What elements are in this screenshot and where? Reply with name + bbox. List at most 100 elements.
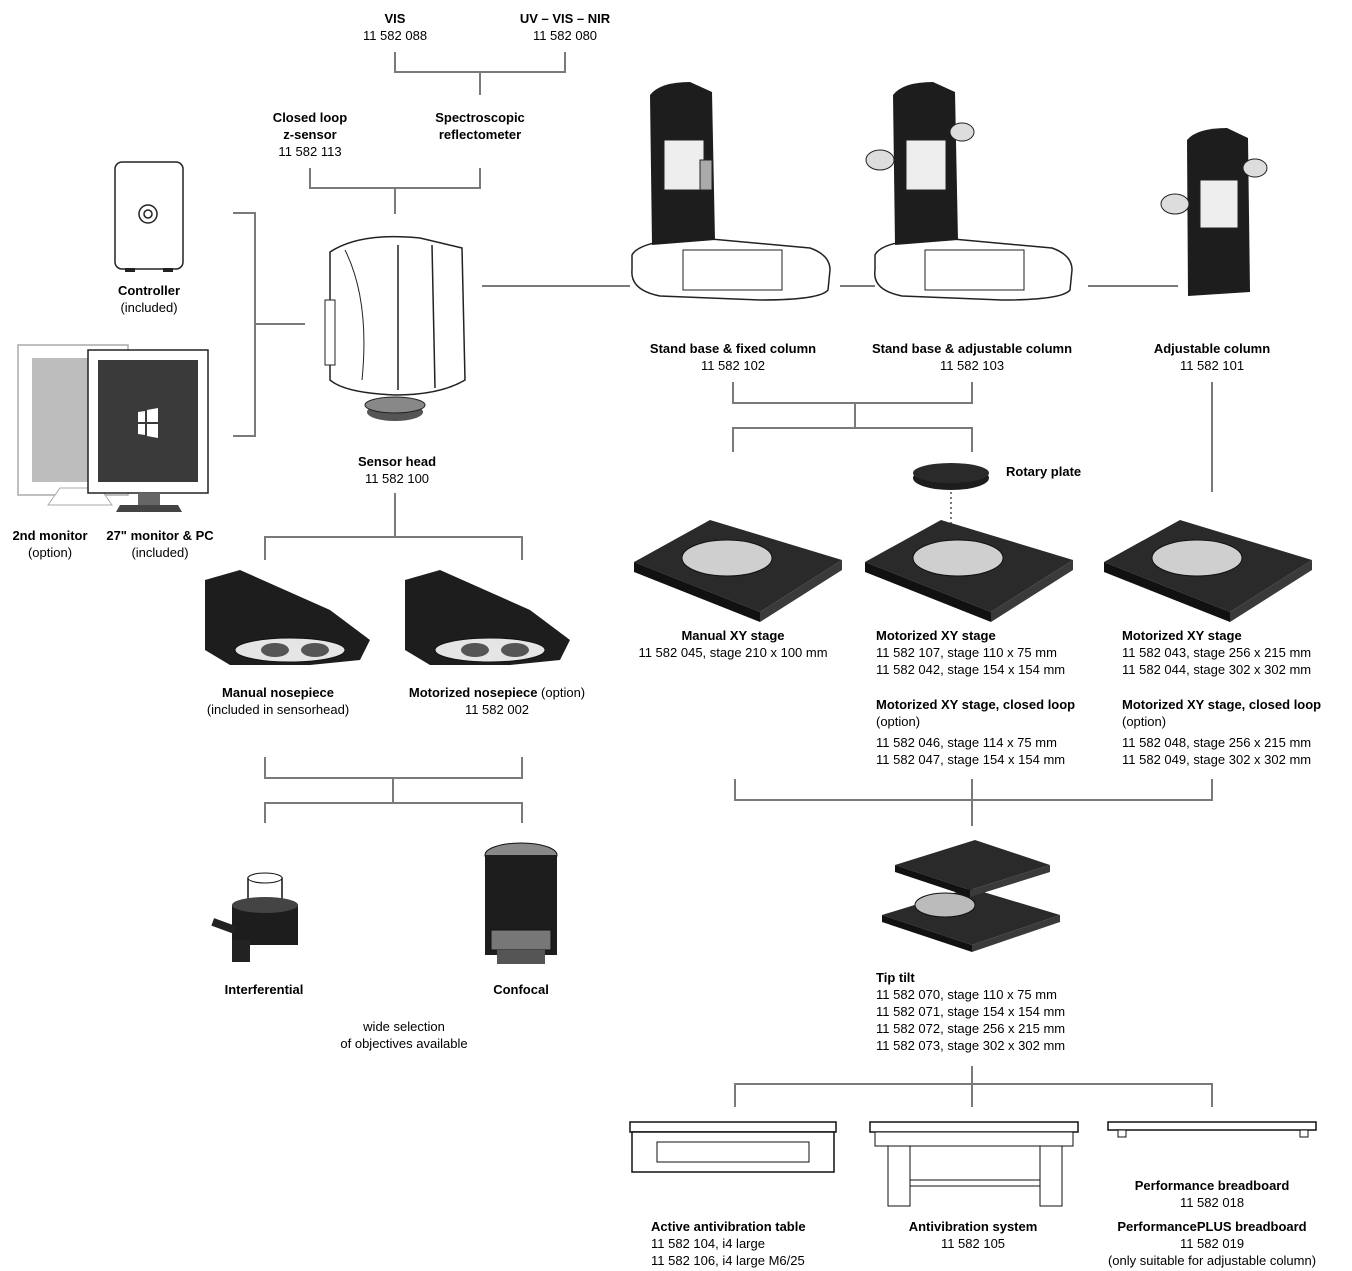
- interferential-label: Interferential: [225, 981, 304, 998]
- motor-nose-option: (option): [537, 685, 586, 700]
- tip-tilt-line3: 11 582 072, stage 256 x 215 mm: [876, 1021, 1066, 1036]
- controller-note: (included): [120, 300, 178, 315]
- tip-tilt-name: Tip tilt: [876, 970, 915, 985]
- breadboard-image: [1107, 1121, 1317, 1138]
- monitor27-label: 27" monitor & PC (included): [106, 527, 213, 561]
- manual-nosepiece-image: [205, 570, 370, 665]
- closed-loop-label: Closed loop z-sensor 11 582 113: [273, 109, 347, 160]
- tip-tilt-line4: 11 582 073, stage 302 x 302 mm: [876, 1038, 1066, 1053]
- perf-bb-code: 11 582 018: [1179, 1195, 1245, 1210]
- antivibration-system-image: [869, 1121, 1079, 1207]
- active-table-line2: 11 582 106, i4 large M6/25: [651, 1253, 805, 1268]
- monitor2-name: 2nd monitor: [12, 528, 88, 543]
- stand-fixed-label: Stand base & fixed column 11 582 102: [650, 340, 816, 374]
- motor-nose-name: Motorized nosepiece: [408, 685, 538, 700]
- controller-name: Controller: [117, 283, 181, 298]
- motor-xy-a-line1: 11 582 107, stage 110 x 75 mm: [876, 645, 1057, 660]
- motor-xy-b-cl-label: Motorized XY stage, closed loop (option)…: [1122, 696, 1321, 768]
- manual-xy-stage-image: [634, 520, 842, 622]
- confocal-name: Confocal: [493, 982, 549, 997]
- motor-xy-a-line2: 11 582 042, stage 154 x 154 mm: [876, 662, 1066, 677]
- sensor-head-name: Sensor head: [357, 454, 437, 469]
- closed-loop-name2: z-sensor: [283, 127, 337, 142]
- motor-xy-b-cl-name: Motorized XY stage, closed loop: [1122, 697, 1322, 712]
- perf-bb-name: Performance breadboard: [1134, 1178, 1290, 1193]
- rotary-plate-label: Rotary plate: [1006, 463, 1081, 480]
- adj-column-name: Adjustable column: [1153, 341, 1271, 356]
- perfplus-bb-name: PerformancePLUS breadboard: [1117, 1219, 1307, 1234]
- sensor-head-label: Sensor head 11 582 100: [358, 453, 436, 487]
- spectro-label: Spectroscopic reflectometer: [435, 109, 525, 143]
- spectro-name1: Spectroscopic: [435, 110, 525, 125]
- motor-xy-b-cl-note: (option): [1122, 714, 1167, 729]
- tip-tilt-label: Tip tilt 11 582 070, stage 110 x 75 mm 1…: [876, 969, 1065, 1054]
- motor-xy-a-cl-label: Motorized XY stage, closed loop (option)…: [876, 696, 1075, 768]
- motor-xy-a-name: Motorized XY stage: [876, 628, 996, 643]
- confocal-objective-image: [484, 842, 558, 964]
- vis-label: VIS 11 582 088: [363, 10, 427, 44]
- monitor2-label: 2nd monitor (option): [12, 527, 87, 561]
- stand-adj-name: Stand base & adjustable column: [871, 341, 1073, 356]
- motor-xy-b-line1: 11 582 043, stage 256 x 215 mm: [1122, 645, 1312, 660]
- vis-name: VIS: [384, 11, 406, 26]
- stand-fixed-image: [631, 82, 831, 301]
- monitors-image: [17, 344, 209, 512]
- controller-image: [114, 161, 184, 272]
- manual-nose-name: Manual nosepiece: [222, 685, 334, 700]
- tip-tilt-line2: 11 582 071, stage 154 x 154 mm: [876, 1004, 1066, 1019]
- manual-xy-line1: 11 582 045, stage 210 x 100 mm: [638, 645, 828, 660]
- motorized-xy-stage-b-image: [1104, 520, 1312, 622]
- connector-lines: [233, 52, 1213, 1107]
- antivib-code: 11 582 105: [940, 1236, 1006, 1251]
- motor-nose-code: 11 582 002: [464, 702, 530, 717]
- motor-xy-a-cl-line2: 11 582 047, stage 154 x 154 mm: [876, 752, 1066, 767]
- stand-adj-code: 11 582 103: [939, 358, 1005, 373]
- uvvisnir-name: UV – VIS – NIR: [519, 11, 611, 26]
- motor-xy-b-label: Motorized XY stage 11 582 043, stage 256…: [1122, 627, 1311, 678]
- monitor27-name: 27" monitor & PC: [106, 528, 214, 543]
- motor-xy-b-name: Motorized XY stage: [1122, 628, 1242, 643]
- perfplus-bb-code: 11 582 019: [1179, 1236, 1245, 1251]
- motorized-xy-stage-a-image: [865, 520, 1073, 622]
- uvvisnir-code: 11 582 080: [532, 28, 598, 43]
- manual-xy-name: Manual XY stage: [681, 628, 785, 643]
- uvvisnir-label: UV – VIS – NIR 11 582 080: [520, 10, 610, 44]
- sensor-head-image: [324, 235, 466, 421]
- antivib-name: Antivibration system: [908, 1219, 1038, 1234]
- motor-xy-a-cl-line1: 11 582 046, stage 114 x 75 mm: [876, 735, 1057, 750]
- objectives-note: wide selection of objectives available: [340, 1018, 467, 1052]
- manual-nose-label: Manual nosepiece (included in sensorhead…: [207, 684, 349, 718]
- motor-xy-a-cl-name: Motorized XY stage, closed loop: [876, 697, 1076, 712]
- vis-code: 11 582 088: [362, 28, 428, 43]
- active-table-name: Active antivibration table: [651, 1219, 806, 1234]
- objectives-note-line2: of objectives available: [340, 1036, 468, 1051]
- active-table-line1: 11 582 104, i4 large: [651, 1236, 765, 1251]
- perfplus-bb-label: PerformancePLUS breadboard 11 582 019 (o…: [1108, 1218, 1316, 1269]
- adj-column-label: Adjustable column 11 582 101: [1154, 340, 1270, 374]
- stand-adj-label: Stand base & adjustable column 11 582 10…: [872, 340, 1072, 374]
- motor-xy-a-cl-note: (option): [876, 714, 921, 729]
- manual-xy-label: Manual XY stage 11 582 045, stage 210 x …: [638, 627, 827, 661]
- tip-tilt-line1: 11 582 070, stage 110 x 75 mm: [876, 987, 1057, 1002]
- perf-bb-label: Performance breadboard 11 582 018: [1135, 1177, 1290, 1211]
- stand-fixed-name: Stand base & fixed column: [649, 341, 817, 356]
- motor-xy-b-cl-line2: 11 582 049, stage 302 x 302 mm: [1122, 752, 1312, 767]
- motor-xy-a-label: Motorized XY stage 11 582 107, stage 110…: [876, 627, 1065, 678]
- motor-xy-b-cl-line1: 11 582 048, stage 256 x 215 mm: [1122, 735, 1312, 750]
- rotary-plate-image: [913, 463, 989, 490]
- motorized-nosepiece-image: [405, 570, 570, 665]
- motor-xy-b-line2: 11 582 044, stage 302 x 302 mm: [1122, 662, 1312, 677]
- manual-nose-note: (included in sensorhead): [206, 702, 350, 717]
- perfplus-bb-note: (only suitable for adjustable column): [1107, 1253, 1317, 1268]
- tip-tilt-image: [882, 840, 1060, 952]
- monitor2-note: (option): [27, 545, 73, 560]
- monitor27-note: (included): [131, 545, 189, 560]
- controller-label: Controller (included): [118, 282, 180, 316]
- rotary-plate-name: Rotary plate: [1006, 464, 1082, 479]
- adj-column-code: 11 582 101: [1179, 358, 1245, 373]
- interferential-objective-image: [211, 872, 298, 962]
- sensor-head-code: 11 582 100: [364, 471, 430, 486]
- antivib-label: Antivibration system 11 582 105: [909, 1218, 1038, 1252]
- motor-nose-label: Motorized nosepiece (option) 11 582 002: [409, 684, 585, 718]
